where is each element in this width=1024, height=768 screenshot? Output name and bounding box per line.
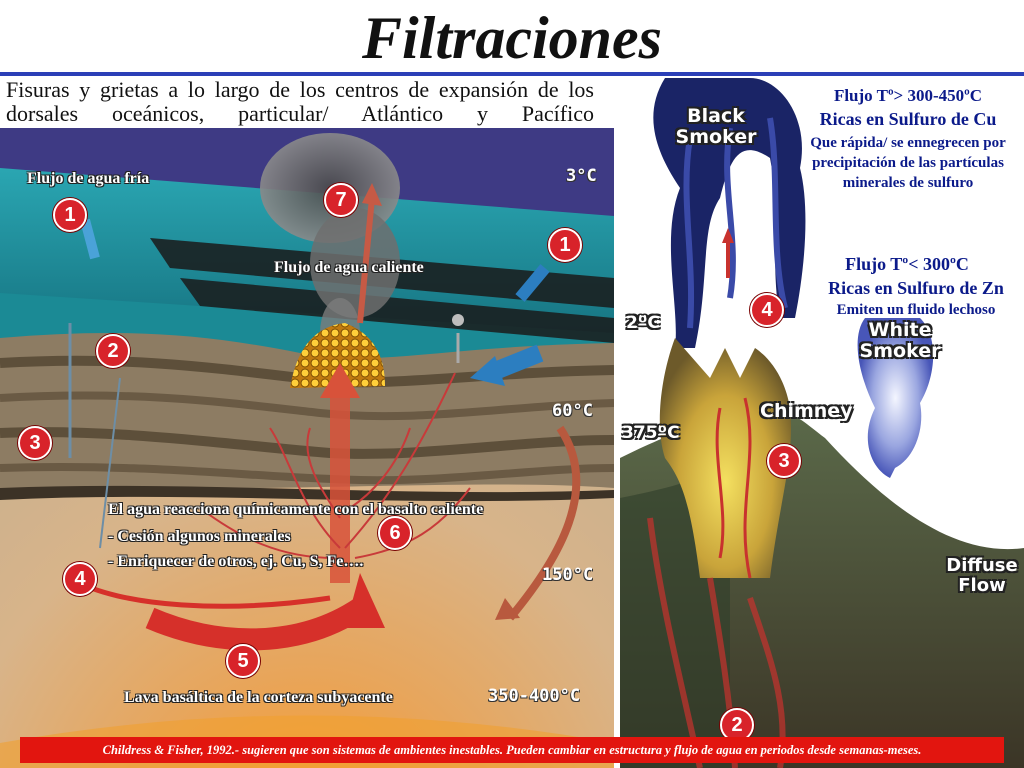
cold-water-flow-label: Flujo de agua fría (27, 170, 150, 187)
black-smoker-label: Black Smoker (675, 105, 757, 148)
step-badge-3: 3 (18, 426, 52, 460)
seafloor-illustration (0, 128, 614, 768)
seafloor-diagram: Flujo de agua fría Flujo de agua calient… (0, 128, 614, 768)
temp-2c-label: 2ºC (626, 313, 660, 333)
temp-label-350-400c: 350-400°C (488, 686, 581, 706)
step-badge-4: 4 (63, 562, 97, 596)
white-smoker-flow-temp: Flujo Tº< 300ºC (845, 254, 969, 274)
reaction-bullet-1: - Cesión algunos minerales (108, 528, 291, 545)
step-badge-1-left: 1 (53, 198, 87, 232)
vent-badge-4: 4 (750, 293, 784, 327)
vent-illustration (620, 78, 1024, 768)
temp-label-60c: 60°C (552, 401, 593, 421)
step-badge-1-right: 1 (548, 228, 582, 262)
temp-label-150c: 150°C (542, 565, 594, 585)
step-badge-6: 6 (378, 516, 412, 550)
white-smoker-description: Emiten un fluido lechoso (836, 302, 996, 318)
hot-water-flow-label: Flujo de agua caliente (274, 259, 424, 276)
temp-375c-label: 375ºC (622, 423, 680, 443)
black-smoker-description: Que rápida/ se ennegrecen por precipitac… (810, 135, 1006, 191)
hydrothermal-vent-diagram: Black Smoker White Smoker Chimney Diffus… (620, 78, 1024, 768)
reaction-label: El agua reacciona químicamente con el ba… (108, 501, 484, 518)
step-badge-5: 5 (226, 644, 260, 678)
black-smoker-flow-temp: Flujo Tº> 300-450ºC (833, 86, 983, 105)
intro-text: Fisuras y grietas a lo largo de los cent… (6, 77, 594, 126)
vent-badge-2: 2 (720, 708, 754, 742)
black-smoker-cu-rich: Ricas en Sulfuro de Cu (819, 109, 997, 129)
title-underline (0, 72, 1024, 76)
vent-badge-3: 3 (767, 444, 801, 478)
basalt-lava-label: Lava basáltica de la corteza subyacente (124, 689, 393, 706)
citation-footer: Childress & Fisher, 1992.- sugieren que … (20, 737, 1004, 763)
chimney-label: Chimney (760, 400, 853, 422)
temp-label-3c: 3°C (566, 166, 597, 186)
step-badge-2: 2 (96, 334, 130, 368)
diffuse-flow-label: Diffuse Flow (946, 555, 1018, 596)
step-badge-7: 7 (324, 183, 358, 217)
white-smoker-label: White Smoker (859, 319, 941, 362)
page-title: Filtraciones (361, 5, 663, 71)
reaction-bullet-2: - Enriquecer de otros, ej. Cu, S, Fe…. (108, 553, 364, 570)
white-smoker-zn-rich: Ricas en Sulfuro de Zn (828, 278, 1004, 298)
